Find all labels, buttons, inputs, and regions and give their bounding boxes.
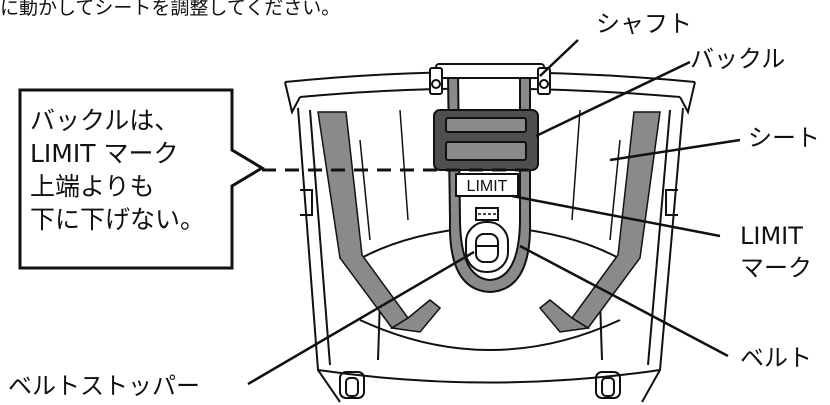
wheel-left xyxy=(339,371,365,399)
leader-seat xyxy=(609,138,741,162)
callout-line-3: 上端よりも xyxy=(30,172,155,201)
label-shaft: シャフト xyxy=(596,10,692,38)
label-belt-stopper: ベルトストッパー xyxy=(8,372,200,400)
wheel-right xyxy=(595,371,621,399)
callout-line-2: LIMIT マーク xyxy=(30,139,179,168)
leader-shaft xyxy=(539,39,579,77)
leader-buckle xyxy=(535,60,691,138)
label-buckle: バックル xyxy=(690,45,786,73)
belt-stopper xyxy=(465,207,509,273)
callout-text: バックルは、 LIMIT マーク 上端よりも 下に下げない。 xyxy=(30,104,205,236)
shaft xyxy=(429,63,551,95)
label-limit-mark-1: LIMIT xyxy=(740,222,803,250)
limit-mark-tag: LIMIT xyxy=(467,178,508,195)
seat-side-straps xyxy=(317,111,661,333)
label-seat: シート xyxy=(748,124,820,152)
callout-box xyxy=(18,88,265,270)
label-belt: ベルト xyxy=(740,344,812,372)
limit-mark-box xyxy=(455,173,519,197)
callout-line-4: 下に下げない。 xyxy=(30,205,206,234)
buckle xyxy=(433,109,539,171)
seat-panel-lines xyxy=(359,109,621,241)
top-caption: に動かしてシートを調整してください。 xyxy=(0,0,341,19)
leader-limit xyxy=(511,194,721,238)
label-limit-mark-2: マーク xyxy=(740,254,812,282)
callout-line-1: バックルは、 xyxy=(30,106,180,135)
leader-belt xyxy=(519,244,729,358)
leader-belt-stopper xyxy=(247,250,475,386)
leader-lines xyxy=(247,39,741,386)
